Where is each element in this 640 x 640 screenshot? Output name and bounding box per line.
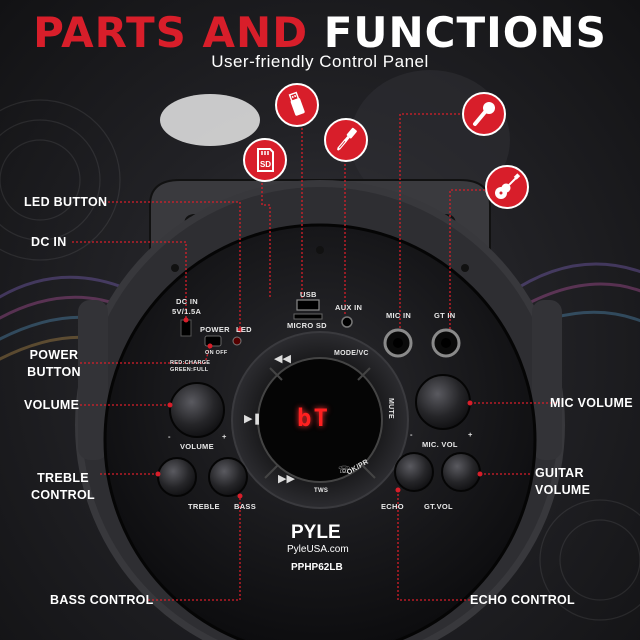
- panel-treble-label: TREBLE: [188, 502, 220, 511]
- panel-mic-in-label: MIC IN: [386, 311, 412, 320]
- panel-gt-vol-label: GT.VOL: [424, 502, 453, 511]
- panel-green-full-label: GREEN:FULL: [170, 367, 209, 373]
- panel-red-charge-label: RED:CHARGE: [170, 360, 211, 366]
- audio-jack-icon: [337, 127, 357, 151]
- microphone-icon: [473, 102, 495, 126]
- panel-aux-in-label: AUX IN: [335, 303, 363, 312]
- guitar-badge: [485, 165, 529, 209]
- panel-volume-label: VOLUME: [180, 442, 214, 451]
- play-pause-icon[interactable]: ▶❚: [244, 413, 262, 425]
- panel-usb-label: USB: [300, 290, 317, 299]
- sd-card-label: SD: [260, 160, 271, 169]
- panel-dc-in-label: DC IN: [176, 297, 198, 306]
- model-number: PPHP62LB: [291, 562, 343, 573]
- microphone-badge: [462, 92, 506, 136]
- callout-power-button: POWER BUTTON: [27, 348, 81, 379]
- callout-mic-volume: MIC VOLUME: [550, 396, 633, 410]
- subtitle: User-friendly Control Panel: [211, 52, 429, 71]
- previous-icon[interactable]: ◀◀: [274, 353, 291, 365]
- callout-led-button: LED BUTTON: [24, 195, 108, 209]
- title-part-1: PARTS AND: [33, 8, 309, 57]
- aux-badge: [324, 118, 368, 162]
- callout-bass-control: BASS CONTROL: [50, 593, 154, 607]
- next-icon[interactable]: ▶▶: [278, 473, 295, 485]
- tws-label: TWS: [314, 488, 329, 494]
- panel-echo-label: ECHO: [381, 502, 404, 511]
- callout-treble-control: TREBLE CONTROL: [31, 471, 95, 502]
- brand-logo: PYLE: [291, 522, 341, 543]
- mic-vol-plus: +: [468, 430, 473, 439]
- callout-dc-in: DC IN: [31, 235, 67, 249]
- mute-button[interactable]: MUTE: [387, 397, 395, 420]
- panel-led-label: LED: [236, 325, 252, 334]
- callout-guitar-volume: GUITAR VOLUME: [535, 466, 591, 497]
- panel-dc-spec-label: 5V/1.5A: [172, 307, 202, 316]
- panel-power-label: POWER: [200, 325, 230, 334]
- callout-volume: VOLUME: [24, 398, 80, 412]
- panel-on-off-label: ON OFF: [205, 350, 228, 356]
- panel-micro-sd-label: MICRO SD: [287, 321, 327, 330]
- page-title: PARTS AND FUNCTIONS: [0, 8, 640, 57]
- mic-vol-minus: -: [410, 430, 413, 439]
- guitar-icon: [495, 173, 521, 199]
- led-display: bT: [297, 404, 330, 432]
- panel-mic-vol-label: MIC. VOL: [422, 440, 458, 449]
- panel-gt-in-label: GT IN: [434, 311, 456, 320]
- phone-icon: ☏: [338, 465, 351, 476]
- title-part-2: FUNCTIONS: [323, 8, 607, 57]
- brand-url: PyleUSA.com: [287, 544, 349, 555]
- volume-plus: +: [222, 432, 227, 441]
- usb-icon: [288, 91, 305, 116]
- usb-badge: [275, 83, 319, 127]
- mode-vc-button[interactable]: MODE/VC: [334, 350, 369, 357]
- volume-minus: -: [168, 432, 171, 441]
- sd-card-badge: SD: [243, 138, 287, 182]
- callout-echo-control: ECHO CONTROL: [470, 593, 575, 607]
- sd-card-icon: SD: [257, 148, 274, 172]
- panel-bass-label: BASS: [234, 502, 257, 511]
